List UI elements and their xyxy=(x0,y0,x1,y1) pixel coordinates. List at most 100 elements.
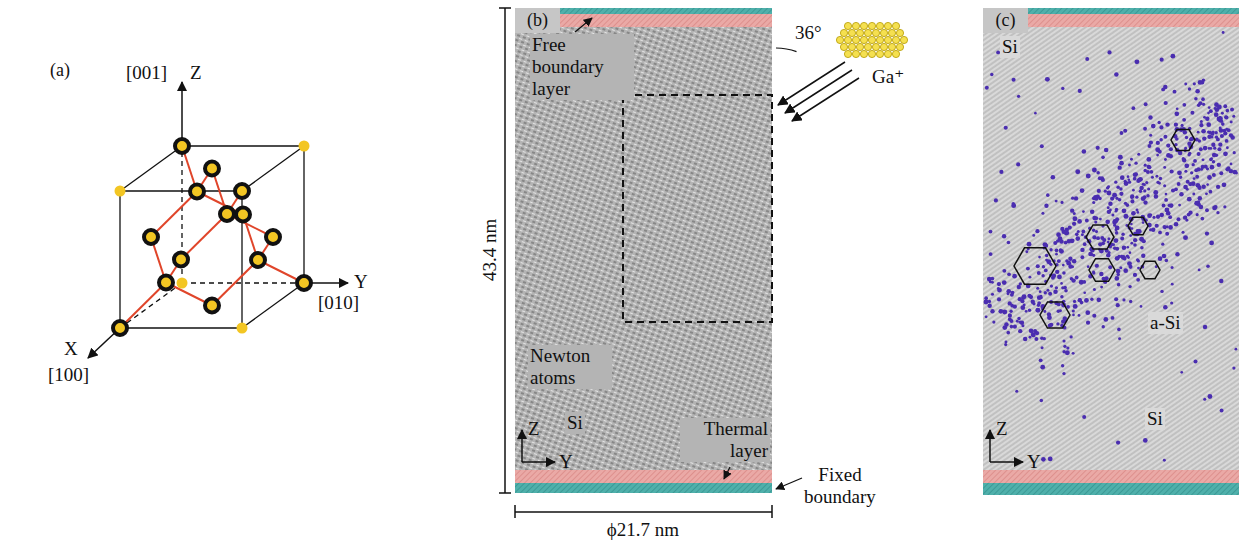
amorphous-atom xyxy=(1143,169,1146,172)
amorphous-atom xyxy=(1176,107,1179,110)
amorphous-atom xyxy=(1149,228,1152,231)
amorphous-atom xyxy=(1009,310,1012,313)
amorphous-atom xyxy=(1075,232,1079,236)
amorphous-atom xyxy=(1138,177,1143,182)
amorphous-atom xyxy=(1092,201,1095,204)
amorphous-atom xyxy=(1055,253,1058,256)
amorphous-atom xyxy=(1216,211,1219,214)
amorphous-atom xyxy=(1205,117,1209,121)
amorphous-atom xyxy=(1093,288,1096,291)
amorphous-atom xyxy=(1039,290,1042,293)
amorphous-atom xyxy=(1137,178,1141,182)
amorphous-atom xyxy=(1040,399,1043,402)
amorphous-atom xyxy=(1073,300,1076,303)
amorphous-atom xyxy=(1070,277,1074,281)
amorphous-atom xyxy=(1130,196,1133,199)
amorphous-atom xyxy=(1120,175,1125,180)
amorphous-atom xyxy=(1114,72,1119,77)
cube-edge xyxy=(242,146,304,191)
amorphous-atom xyxy=(1073,304,1078,309)
amorphous-atom xyxy=(1108,265,1112,269)
amorphous-atom xyxy=(1205,208,1209,212)
amorphous-atom xyxy=(1156,181,1159,184)
amorphous-atom xyxy=(1087,265,1090,268)
ion-dot xyxy=(868,50,875,57)
amorphous-atom xyxy=(1175,137,1179,141)
amorphous-atom xyxy=(1010,325,1014,329)
amorphous-atom xyxy=(1119,266,1122,269)
amorphous-atom xyxy=(1115,197,1118,200)
amorphous-atom xyxy=(1219,126,1222,129)
amorphous-atom xyxy=(1034,112,1037,115)
region-label: Thermal layer xyxy=(680,418,770,462)
amorphous-atom xyxy=(1207,394,1212,399)
amorphous-atom xyxy=(1223,205,1226,208)
amorphous-atom xyxy=(1110,196,1114,200)
amorphous-atom xyxy=(1107,206,1110,209)
amorphous-atom xyxy=(1129,251,1132,254)
amorphous-atom xyxy=(1018,320,1021,323)
amorphous-atom xyxy=(1147,165,1151,169)
amorphous-atom xyxy=(1047,315,1052,320)
axis-arrow xyxy=(521,430,523,462)
leader-arrow xyxy=(575,18,592,32)
amorphous-atom xyxy=(1197,152,1201,156)
amorphous-atom xyxy=(1119,187,1123,191)
ion-dot xyxy=(872,43,879,50)
amorphous-atom xyxy=(1092,235,1096,239)
ion-dot xyxy=(848,43,855,50)
amorphous-atom xyxy=(1179,176,1182,179)
amorphous-atom xyxy=(1013,325,1017,329)
fixed-layer-band xyxy=(515,483,772,493)
amorphous-atom xyxy=(1194,360,1198,364)
axis-arrow xyxy=(989,430,991,462)
amorphous-atom xyxy=(984,300,989,305)
beam-arrow xyxy=(778,62,845,105)
amorphous-atom xyxy=(1021,296,1025,300)
amorphous-atom xyxy=(1158,121,1161,124)
amorphous-atom xyxy=(1169,203,1174,208)
amorphous-atom xyxy=(1057,303,1061,307)
amorphous-atom xyxy=(1116,440,1120,444)
amorphous-atom xyxy=(1101,156,1105,160)
amorphous-atom xyxy=(1080,255,1084,259)
amorphous-atom xyxy=(1122,208,1127,213)
amorphous-atom xyxy=(1221,122,1225,126)
amorphous-atom xyxy=(1092,271,1095,274)
amorphous-atom xyxy=(1124,181,1129,186)
amorphous-atom xyxy=(1090,210,1095,215)
amorphous-atom xyxy=(1177,182,1181,186)
amorphous-atom xyxy=(1095,230,1098,233)
cube-edge xyxy=(119,191,120,328)
amorphous-atom xyxy=(1144,102,1148,106)
amorphous-atom xyxy=(1027,242,1032,247)
amorphous-atom xyxy=(1023,303,1026,306)
amorphous-atom xyxy=(1187,197,1192,202)
amorphous-atom xyxy=(1086,174,1091,179)
amorphous-atom xyxy=(1204,165,1208,169)
amorphous-atom xyxy=(1117,328,1121,332)
ring-hexagon xyxy=(1040,302,1070,328)
amorphous-atom xyxy=(1202,136,1206,140)
amorphous-atom xyxy=(1202,158,1205,161)
silicon-atom xyxy=(190,185,204,199)
amorphous-atom xyxy=(1160,213,1164,217)
axis-label: Z xyxy=(528,418,540,440)
amorphous-atom xyxy=(1081,230,1085,234)
amorphous-atom xyxy=(1018,329,1022,333)
panel-label-box: (c) xyxy=(983,8,1028,33)
amorphous-atom xyxy=(989,252,993,256)
amorphous-atom xyxy=(1188,211,1192,215)
bond-line xyxy=(212,260,258,306)
amorphous-atom xyxy=(1069,335,1072,338)
amorphous-atom xyxy=(1230,108,1234,112)
amorphous-atom xyxy=(1059,309,1062,312)
amorphous-atom xyxy=(1044,204,1048,208)
amorphous-atom xyxy=(1152,216,1155,219)
amorphous-atom xyxy=(1062,339,1065,342)
amorphous-atom xyxy=(1142,221,1145,224)
amorphous-atom xyxy=(1135,196,1138,199)
amorphous-atom xyxy=(1119,161,1124,166)
amorphous-atom xyxy=(1106,191,1111,196)
amorphous-atom xyxy=(1057,259,1061,263)
